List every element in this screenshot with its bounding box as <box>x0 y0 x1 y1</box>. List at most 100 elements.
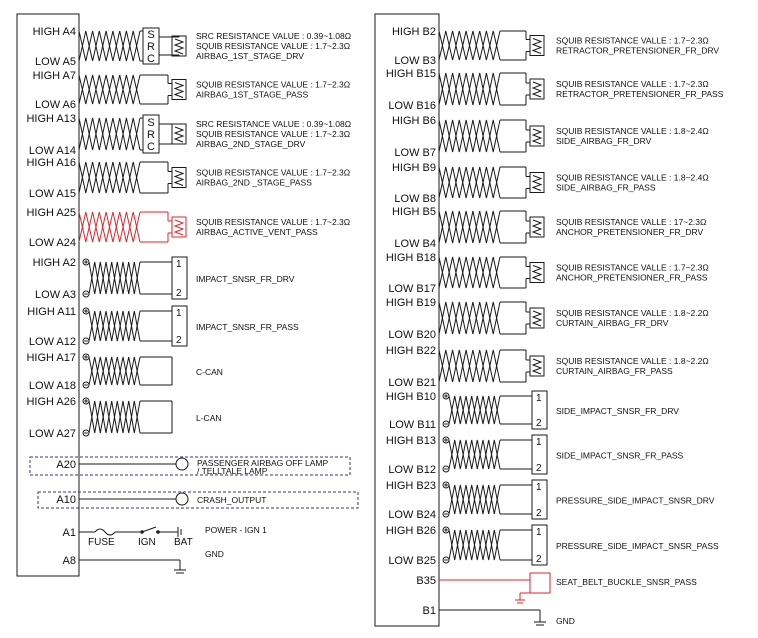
circuit-label: PRESSURE_SIDE_IMPACT_SNSR_PASS <box>556 541 719 551</box>
circuit-label: SQUIB RESISTANCE VALUE : 1.7~2.3Ω <box>196 41 350 51</box>
minus-terminal-icon <box>442 465 450 473</box>
twisted-wire-b <box>78 30 141 62</box>
pin-label-high: HIGH B9 <box>392 162 436 174</box>
pin-label-high: HIGH A25 <box>26 207 76 219</box>
lamp-icon <box>175 457 189 471</box>
pin-label-high: HIGH B23 <box>386 480 436 492</box>
minus-terminal-icon <box>442 556 450 564</box>
circuit-label: AIRBAG_ACTIVE_VENT_PASS <box>196 227 318 237</box>
pin-label-high: HIGH A16 <box>26 157 76 169</box>
pin-label-crash: A10 <box>56 494 76 506</box>
pin-label-low: LOW B21 <box>388 377 436 389</box>
pin-label-lamp: A20 <box>56 459 76 471</box>
src-letter: C <box>147 53 155 65</box>
pin-label-power: A1 <box>63 527 76 539</box>
pin-label-high: HIGH A4 <box>33 26 76 38</box>
twisted-wire-b <box>88 310 141 342</box>
pin-label-high: HIGH A2 <box>33 257 76 269</box>
twisted-wire-b <box>448 529 501 561</box>
plus-terminal-icon <box>82 397 90 405</box>
circuit-label: SRC RESISTANCE VALUE : 0.39~1.08Ω <box>196 119 351 129</box>
circuit-label: IMPACT_SNSR_FR_PASS <box>196 322 299 332</box>
lamp-label: PASSENGER AIRBAG OFF LAMP <box>197 458 328 468</box>
squib-frame <box>171 167 187 188</box>
squib-frame <box>529 35 545 56</box>
squib-frame <box>529 125 545 147</box>
pin-label-low: LOW A5 <box>35 56 76 68</box>
twisted-wire-b <box>88 261 141 295</box>
pin-label-high: HIGH B10 <box>386 391 436 403</box>
circuit-label: SQUIB RESISTANCE VALLE : 1.7~2.3Ω <box>556 79 709 89</box>
circuit-label: RETRACTOR_PRETENSIONER_FR_DRV <box>556 46 719 56</box>
squib-frame <box>529 355 545 377</box>
squib-icon <box>529 172 545 193</box>
src-resistor-block: SRC <box>142 114 160 154</box>
gnd-label: GND <box>556 616 575 626</box>
twisted-wire-b <box>448 484 501 515</box>
squib-frame <box>171 216 187 238</box>
squib-frame <box>529 216 545 238</box>
twisted-wire-b <box>78 161 141 194</box>
left-connector-box <box>16 13 80 577</box>
src-frame <box>142 27 160 65</box>
circuit-label: AIRBAG_1ST_STAGE_DRV <box>196 51 304 61</box>
circuit-label: IMPACT_SNSR_FR_DRV <box>196 274 295 284</box>
twisted-wire-b <box>438 72 501 106</box>
circuit-label: SQUIB RESISTANCE VALUE : 1.7~2.3Ω <box>196 168 350 178</box>
resistor-zigzag <box>173 82 185 98</box>
sensor-pin-1: 1 <box>536 437 542 448</box>
pin-label-low: LOW B7 <box>394 147 436 159</box>
sensor-pin-2: 2 <box>536 508 542 519</box>
sensor-block: 12 <box>171 256 188 300</box>
twisted-wire-b <box>78 74 141 105</box>
circuit-label: AIRBAG_1ST_STAGE_PASS <box>196 90 308 100</box>
twisted-wire-b <box>78 117 141 151</box>
minus-terminal-icon <box>82 290 90 298</box>
pin-label-high: HIGH B13 <box>386 435 436 447</box>
pin-label-low: LOW B25 <box>388 555 436 567</box>
circuit-label: SQUIB RESISTANCE VALLE : 1.7~2.3Ω <box>556 36 709 46</box>
pin-label-low: LOW B3 <box>394 55 436 67</box>
output-icon <box>175 492 189 506</box>
sensor-frame <box>531 524 548 566</box>
twisted-wire-b <box>438 349 501 383</box>
twisted-wire-b <box>438 210 501 244</box>
pin-label-low: LOW A12 <box>29 336 76 348</box>
plus-terminal-icon <box>442 526 450 534</box>
plus-terminal-icon <box>82 258 90 266</box>
gnd-label: GND <box>205 549 224 559</box>
fuse-label: FUSE <box>88 537 115 548</box>
pin-label-high: HIGH B18 <box>386 252 436 264</box>
pin-label-high: HIGH B6 <box>392 115 436 127</box>
src-letter: R <box>147 129 155 141</box>
circuit-label: RETRACTOR_PRETENSIONER_FR_PASS <box>556 89 724 99</box>
plus-terminal-icon <box>442 392 450 400</box>
circuit-label: C-CAN <box>196 367 223 377</box>
twisted-wire-b <box>438 256 501 289</box>
minus-terminal-icon <box>442 510 450 518</box>
power-label: POWER - IGN 1 <box>205 525 267 535</box>
pin-label-low: LOW A14 <box>29 145 76 157</box>
sensor-block: 12 <box>531 390 548 430</box>
src-letter: S <box>147 29 154 41</box>
resistor-zigzag <box>173 126 185 143</box>
lamp-label: / TELLTALE LAMP <box>197 466 268 476</box>
resistor-zigzag <box>531 175 543 191</box>
resistor-zigzag <box>531 310 543 327</box>
sensor-pin-2: 2 <box>536 418 542 429</box>
pin-label-high: HIGH B26 <box>386 525 436 537</box>
resistor-zigzag <box>173 38 185 55</box>
